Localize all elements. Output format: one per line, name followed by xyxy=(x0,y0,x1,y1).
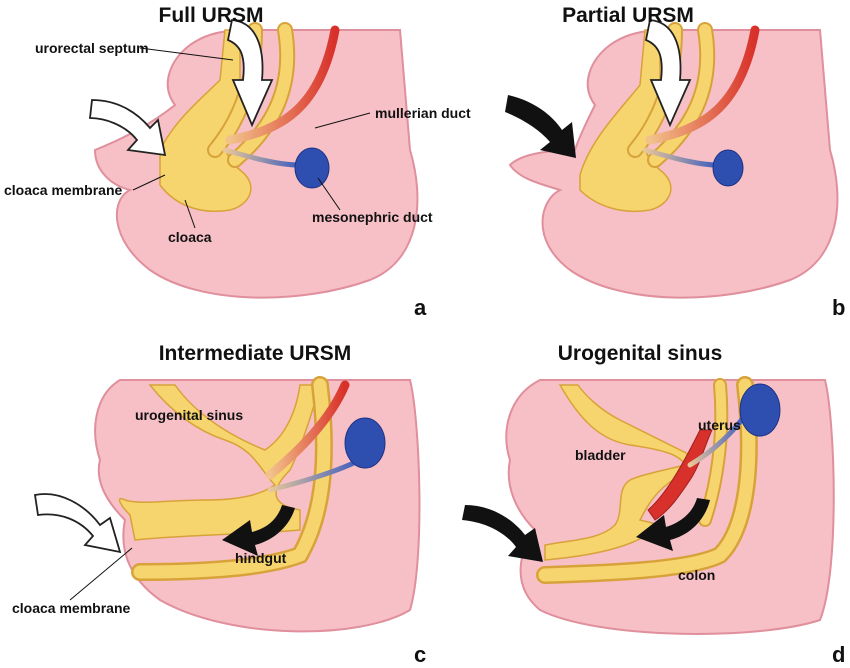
label-mullerian-duct: mullerian duct xyxy=(375,105,471,121)
mesonephric-duct xyxy=(222,147,303,168)
panel-d-urogenital-sinus: Urogenital sinus uterus bladder colon d xyxy=(462,342,845,667)
panel-letter: a xyxy=(414,295,427,320)
embryo-tissue xyxy=(508,29,839,299)
panel-title: Intermediate URSM xyxy=(159,342,352,365)
mullerian-duct xyxy=(225,25,340,145)
panel-title: Full URSM xyxy=(159,4,264,27)
panel-letter: d xyxy=(832,642,845,667)
panel-b-partial-ursm: Partial URSM b xyxy=(505,4,845,320)
label-cloaca-membrane: cloaca membrane xyxy=(12,600,130,616)
panel-letter: c xyxy=(414,642,426,667)
label-uterus: uterus xyxy=(698,417,741,433)
cloaca-membrane-arrow xyxy=(462,505,543,562)
label-cloaca: cloaca xyxy=(168,229,212,245)
panel-c-intermediate-ursm: Intermediate URSM urogenital sinus hindg… xyxy=(12,342,426,667)
label-urorectal-septum: urorectal septum xyxy=(35,40,149,56)
label-cloaca-membrane: cloaca membrane xyxy=(4,182,122,198)
panel-title: Urogenital sinus xyxy=(558,342,723,365)
panel-letter: b xyxy=(832,295,845,320)
hindgut-arrow xyxy=(222,505,295,556)
label-colon: colon xyxy=(678,567,715,583)
cloaca-membrane-arrow xyxy=(88,99,167,157)
kidney-icon xyxy=(344,417,386,469)
label-hindgut: hindgut xyxy=(235,550,287,566)
bladder xyxy=(544,384,691,561)
kidney-icon xyxy=(712,149,744,187)
urorectal-septum-arrow xyxy=(644,19,692,128)
panel-title: Partial URSM xyxy=(562,4,694,27)
embryo-tissue xyxy=(93,29,419,299)
mullerian-duct xyxy=(265,380,350,480)
kidney-icon xyxy=(294,147,330,189)
cloaca-membrane-arrow xyxy=(505,95,576,158)
label-mesonephric-duct: mesonephric duct xyxy=(312,209,433,225)
panel-a-full-ursm: Full URSM urorectal septum mullerian duc… xyxy=(4,4,471,320)
kidney-icon xyxy=(739,383,781,437)
urorectal-septum-arrow xyxy=(226,19,274,128)
cloaca-membrane-arrow xyxy=(33,493,122,554)
label-urogenital-sinus: urogenital sinus xyxy=(135,407,243,423)
label-bladder: bladder xyxy=(575,447,626,463)
hindgut-arrow xyxy=(636,498,710,551)
